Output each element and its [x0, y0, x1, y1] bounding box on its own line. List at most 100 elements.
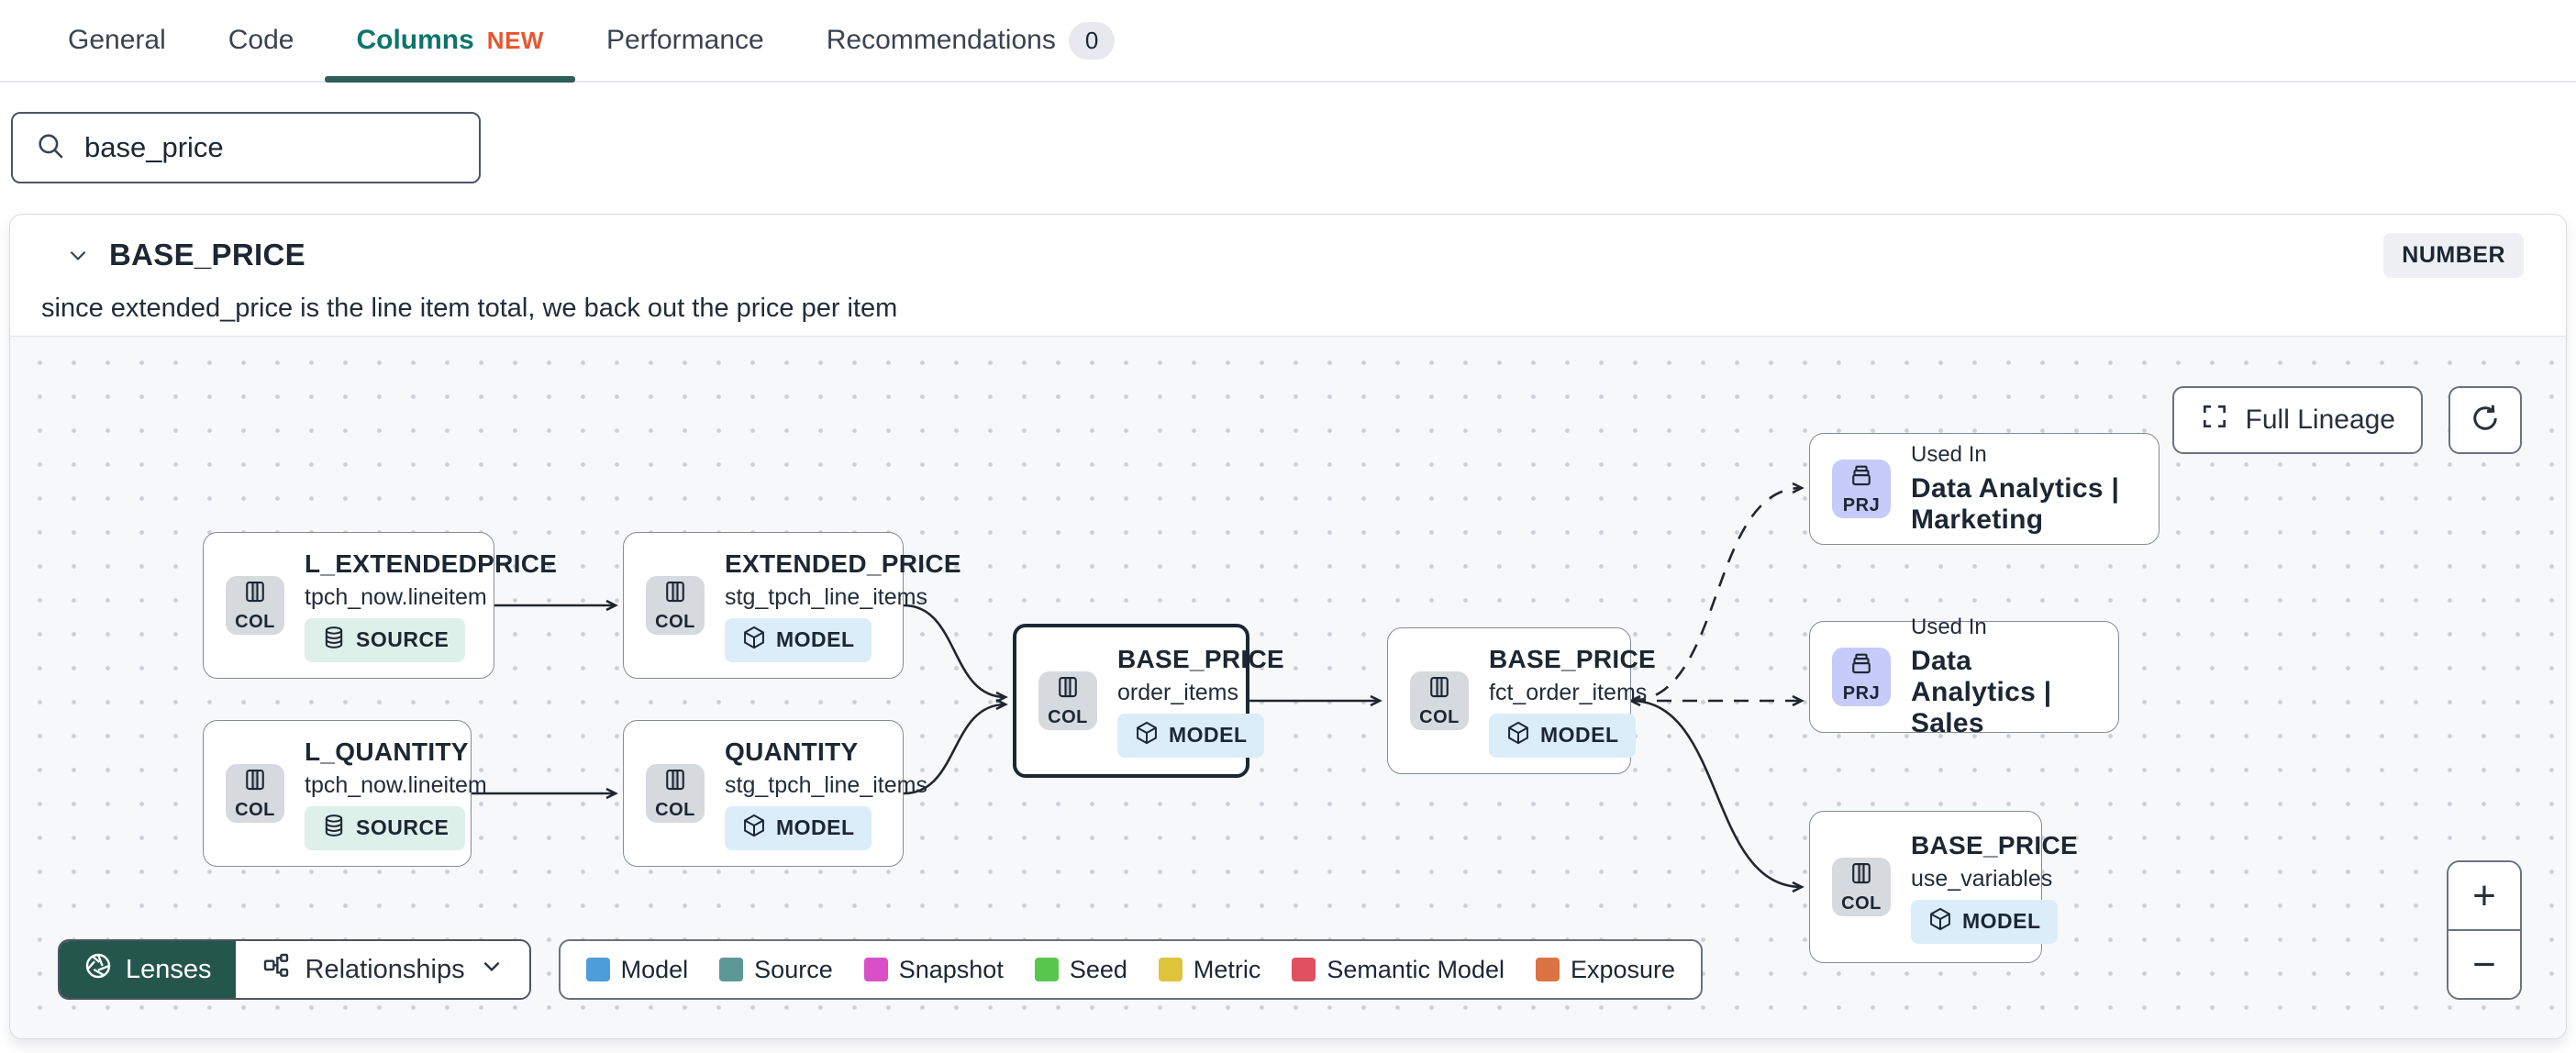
- used-in-label: Used In: [1911, 615, 1987, 639]
- project-icon-tile: PRJ: [1832, 648, 1891, 706]
- tab-label: General: [68, 25, 166, 55]
- tile-label: COL: [235, 612, 275, 632]
- column-header: BASE_PRICE NUMBER since extended_price i…: [10, 215, 2566, 324]
- legend-label: Seed: [1069, 955, 1127, 983]
- legend-item-semantic-model: Semantic Model: [1292, 956, 1505, 984]
- zoom-out-button[interactable]: −: [2448, 931, 2520, 998]
- columns-icon: [241, 578, 269, 610]
- cube-icon: [741, 813, 767, 844]
- legend-label: Model: [620, 955, 689, 983]
- node-title: BASE_PRICE: [1911, 830, 2078, 859]
- project-name: Data Analytics | Sales: [1911, 646, 2052, 738]
- zoom-controls: + −: [2447, 860, 2522, 1000]
- node-title: QUANTITY: [725, 737, 859, 766]
- relationships-dropdown[interactable]: Relationships: [235, 941, 529, 998]
- node-subtitle: use_variables: [1911, 865, 2053, 892]
- lineage-footer: Lenses Relationships: [58, 939, 1704, 1000]
- tab-general[interactable]: General: [37, 0, 197, 81]
- used-in-label: Used In: [1911, 442, 1987, 467]
- column-icon-tile: COL: [646, 764, 705, 823]
- search-input[interactable]: [84, 131, 457, 164]
- model-badge: MODEL: [1911, 899, 2058, 944]
- tile-label: COL: [655, 800, 695, 820]
- node-subtitle: tpch_now.lineitem: [305, 583, 487, 610]
- search-row: [0, 83, 2576, 214]
- tile-label: COL: [235, 800, 275, 820]
- archive-icon: [1848, 461, 1875, 493]
- tile-label: COL: [1419, 707, 1460, 727]
- database-icon: [321, 625, 347, 656]
- tab-label: Code: [228, 25, 294, 55]
- legend-item-snapshot: Snapshot: [863, 955, 1004, 984]
- tab-label: Columns: [356, 25, 474, 55]
- node-subtitle: order_items: [1117, 679, 1238, 705]
- project-name: Data Analytics | Marketing: [1911, 473, 2120, 535]
- relationships-label: Relationships: [305, 954, 465, 984]
- tile-label: PRJ: [1842, 683, 1881, 704]
- tab-performance[interactable]: Performance: [575, 0, 795, 81]
- node-subtitle: fct_order_items: [1489, 679, 1648, 705]
- column-icon-tile: COL: [1038, 671, 1097, 730]
- legend-swatch: [1292, 958, 1316, 981]
- cube-icon: [741, 625, 767, 656]
- chevron-down-icon: [480, 954, 504, 985]
- lineage-canvas[interactable]: Full Lineage + −: [10, 336, 2566, 1038]
- node-subtitle: tpch_now.lineitem: [305, 771, 487, 798]
- legend-swatch: [1158, 958, 1183, 981]
- refresh-icon: [2469, 402, 2502, 439]
- columns-icon: [1426, 673, 1453, 705]
- columns-icon: [1054, 673, 1082, 705]
- column-detail-panel: BASE_PRICE NUMBER since extended_price i…: [9, 214, 2567, 1039]
- lineage-node-used_in_sales[interactable]: PRJ Used In Data Analytics | Sales: [1809, 615, 2119, 738]
- cube-icon: [1134, 720, 1160, 751]
- tile-label: COL: [1048, 707, 1088, 727]
- node-subtitle: stg_tpch_line_items: [725, 771, 927, 798]
- legend-label: Snapshot: [898, 955, 1004, 983]
- lenses-button[interactable]: Lenses: [60, 941, 236, 998]
- column-search-box[interactable]: [11, 112, 481, 183]
- node-title: L_QUANTITY: [305, 737, 469, 766]
- full-lineage-button[interactable]: Full Lineage: [2171, 386, 2423, 454]
- search-icon: [35, 130, 66, 166]
- recommendations-count-badge: 0: [1068, 21, 1116, 60]
- tile-label: PRJ: [1842, 495, 1881, 515]
- badge-label: MODEL: [1962, 909, 2041, 933]
- legend-swatch: [863, 958, 888, 981]
- database-icon: [321, 813, 347, 844]
- lineage-edges: [472, 482, 1804, 893]
- node-title: L_EXTENDEDPRICE: [305, 549, 558, 578]
- column-icon-tile: COL: [226, 576, 284, 635]
- collapse-chevron-icon[interactable]: [58, 235, 98, 275]
- tab-label: Performance: [605, 25, 764, 55]
- model-badge: MODEL: [1489, 713, 1636, 758]
- lineage-node-used_in_marketing[interactable]: PRJ Used In Data Analytics | Marketing: [1809, 433, 2160, 545]
- legend-item-exposure: Exposure: [1535, 956, 1675, 984]
- cube-icon: [1505, 720, 1531, 751]
- tile-label: COL: [655, 612, 695, 632]
- tile-label: COL: [1841, 893, 1882, 914]
- zoom-in-button[interactable]: +: [2448, 862, 2520, 931]
- fullscreen-icon: [2200, 402, 2229, 438]
- column-description: since extended_price is the line item to…: [41, 294, 898, 323]
- badge-label: MODEL: [776, 815, 855, 839]
- node-title: BASE_PRICE: [1117, 644, 1284, 673]
- columns-icon: [241, 766, 269, 798]
- refresh-button[interactable]: [2448, 386, 2522, 454]
- tab-code[interactable]: Code: [197, 0, 326, 81]
- node-title: BASE_PRICE: [1489, 644, 1656, 673]
- column-icon-tile: COL: [1410, 671, 1469, 730]
- columns-icon: [1848, 859, 1875, 892]
- lenses-label: Lenses: [126, 954, 212, 984]
- badge-label: MODEL: [1540, 723, 1619, 747]
- cube-icon: [1927, 906, 1953, 937]
- legend-item-model: Model: [585, 955, 689, 984]
